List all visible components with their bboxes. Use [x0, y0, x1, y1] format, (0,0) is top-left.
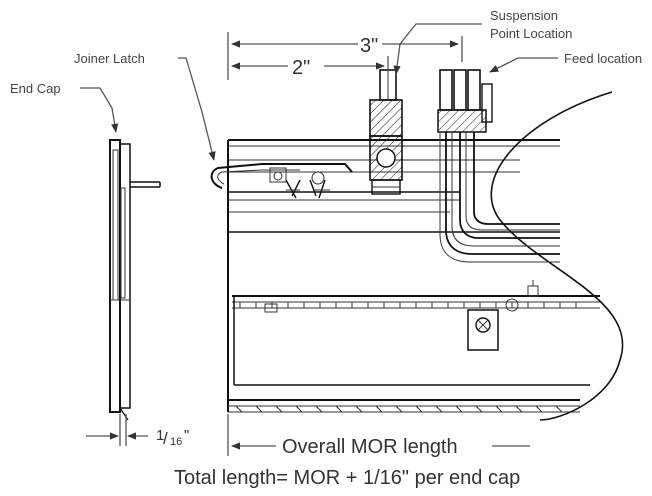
sixteenth-inch-mark: " — [184, 427, 189, 444]
end-cap-label: End Cap — [10, 81, 61, 96]
joiner-latch-drawing — [210, 163, 353, 199]
sixteenth-slash: / — [163, 429, 168, 448]
suspension-point-drawing — [369, 69, 403, 195]
dimension-3in-label: 3" — [360, 35, 378, 57]
leader-lines — [80, 23, 558, 161]
feed-location-label: Feed location — [564, 51, 642, 66]
dimension-lines — [86, 32, 530, 456]
mor-body — [227, 91, 624, 421]
end-cap-drawing — [109, 139, 161, 421]
feed-wires-drawing — [437, 69, 560, 263]
dimension-sixteenth-label: 1 / 16 " — [156, 427, 189, 448]
suspension-point-label-line2: Point Location — [490, 26, 572, 41]
sixteenth-denominator: 16 — [170, 436, 182, 448]
suspension-point-label-line1: Suspension — [490, 8, 558, 23]
dimension-2in-label: 2" — [292, 57, 310, 79]
sixteenth-numerator: 1 — [156, 427, 164, 444]
overall-length-label: Overall MOR length — [282, 436, 458, 458]
joiner-latch-label: Joiner Latch — [74, 51, 145, 66]
total-length-label: Total length= MOR + 1/16" per end cap — [174, 467, 520, 489]
